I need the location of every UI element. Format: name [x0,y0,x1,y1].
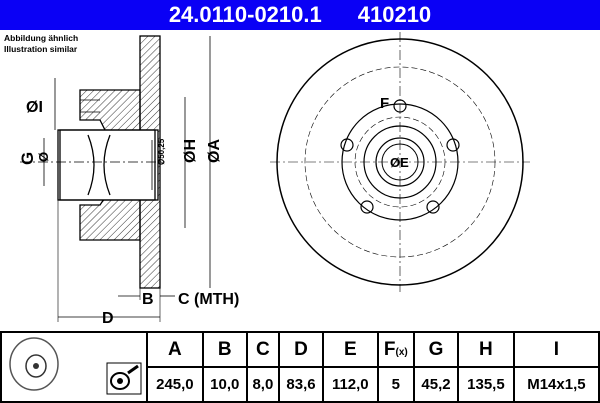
header-f: F(x) [376,331,416,368]
brake-disc-icon [9,337,142,395]
part-number: 24.0110-0210.1 [168,2,322,27]
header-i: I [512,331,600,368]
value-i: M14x1,5 [512,366,600,403]
header-bar: 24.0110-0210.1 410210 [0,0,600,30]
header-e: E [322,331,379,368]
side-section-view [20,35,211,322]
value-f: 5 [376,366,416,403]
value-h: 135,5 [457,366,515,403]
label-d: D [102,310,114,327]
header-b: B [201,331,248,368]
label-g-dia: Ø [36,152,51,162]
front-view [270,32,530,292]
icon-cell [0,331,148,403]
header-d: D [278,331,324,368]
value-b: 10,0 [201,366,248,403]
header-a: A [146,331,204,368]
illustration-note: Abbildung ähnlich Illustration similar [4,33,78,55]
value-c: 8,0 [245,366,281,403]
value-d: 83,6 [278,366,324,403]
value-e: 112,0 [322,366,379,403]
label-e: ØE [390,155,409,170]
label-d50: Ø50,25 [157,138,166,165]
ref-number: 410210 [357,2,432,27]
label-g: G [18,152,37,165]
label-f: F [380,95,389,112]
label-h: ØH [182,139,199,163]
value-g: 45,2 [413,366,460,403]
label-b: B [142,291,154,308]
note-en: Illustration similar [4,44,78,54]
dimension-table: A B C D E F(x) G H I 245,0 10,0 8,0 83,6… [0,331,600,403]
value-a: 245,0 [146,366,204,403]
header-g: G [413,331,460,368]
header-h: H [457,331,515,368]
coating-spray-icon [106,362,142,395]
label-a: ØA [206,139,223,163]
label-c: C (MTH) [178,291,239,308]
label-i: ØI [26,99,43,116]
header-c: C [245,331,281,368]
note-de: Abbildung ähnlich [4,33,79,43]
technical-drawing: ØI G Ø Ø50,25 ØH ØA B C (MTH) D F ØE [18,32,530,327]
